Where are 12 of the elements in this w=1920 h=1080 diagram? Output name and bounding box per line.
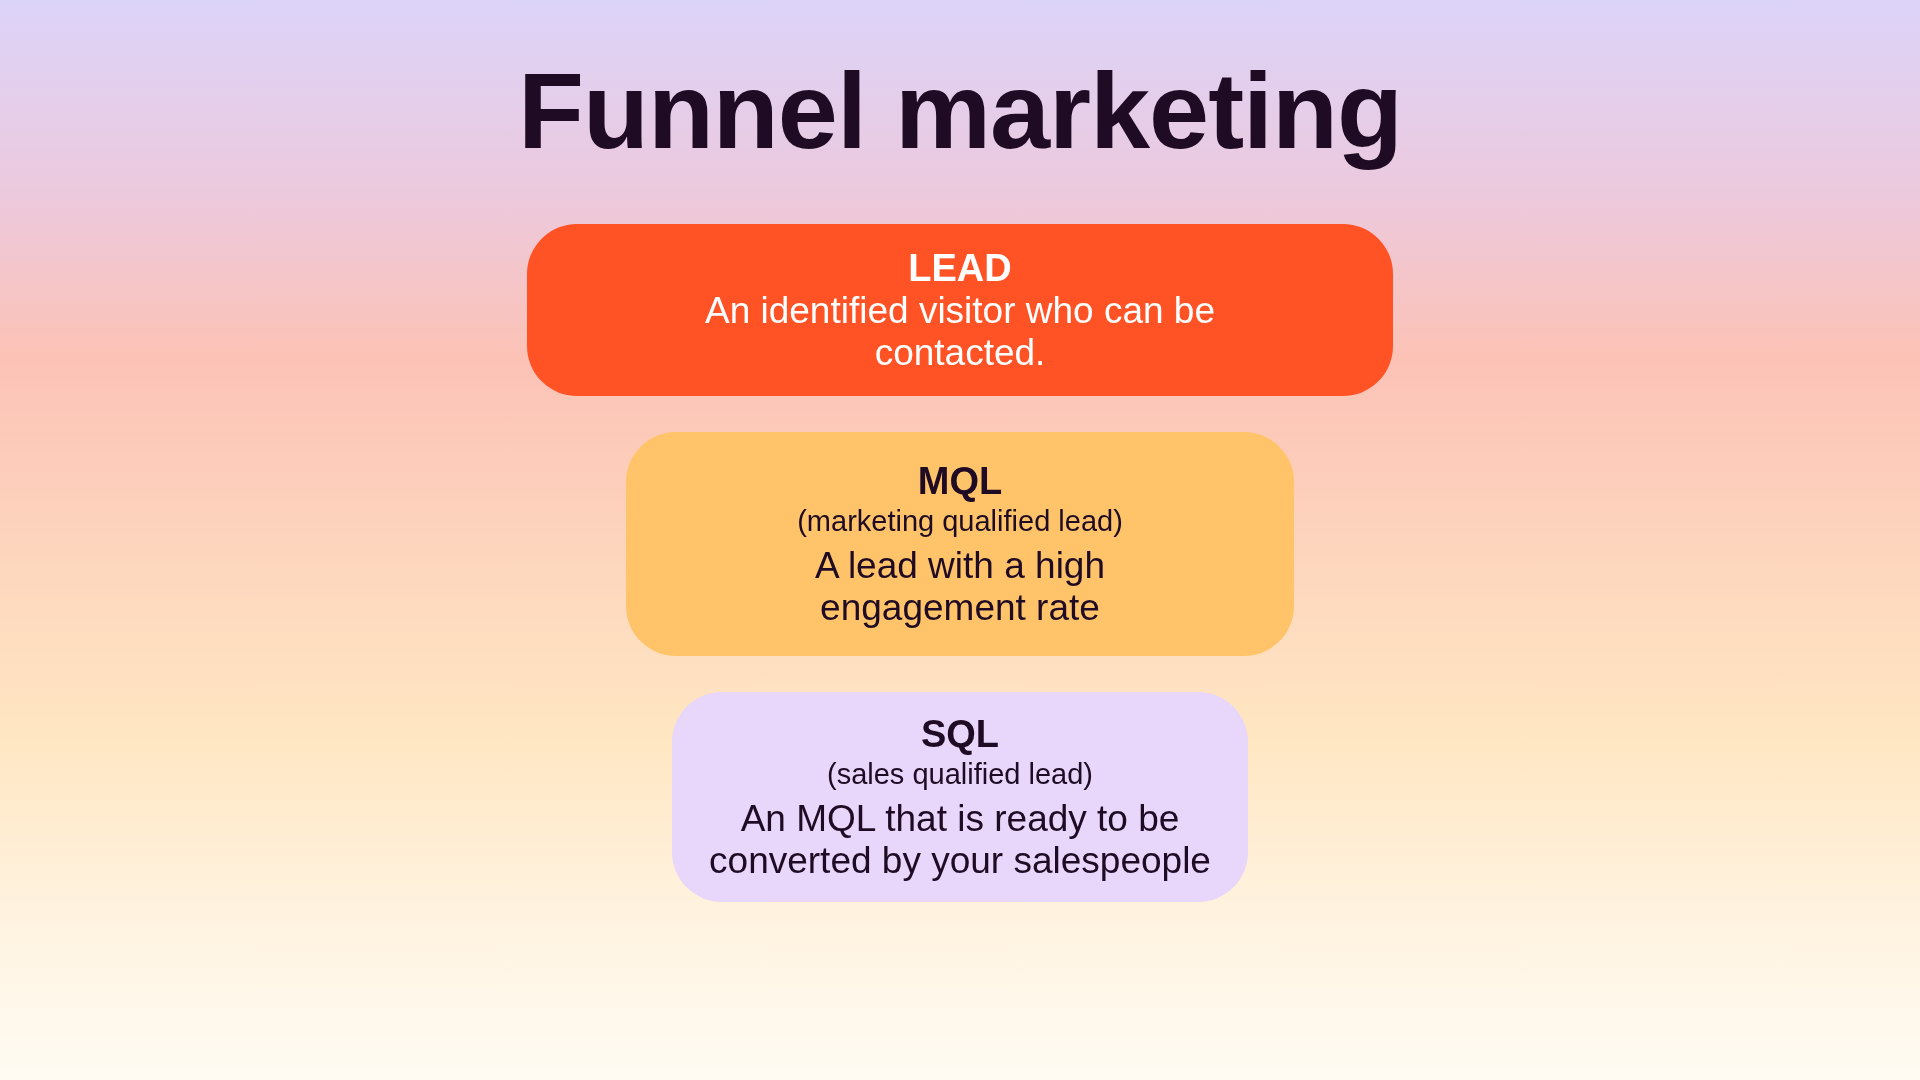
stage-subtitle: (marketing qualified lead) xyxy=(797,504,1123,539)
funnel-stage-card xyxy=(527,224,1393,396)
stage-heading: LEAD xyxy=(908,246,1012,290)
stage-heading: SQL xyxy=(920,712,1000,756)
stage-description: A lead with a high engagement rate xyxy=(813,545,1106,629)
funnel-stage-card xyxy=(672,692,1248,902)
funnel-stage-card xyxy=(626,432,1294,656)
stage-heading: MQL xyxy=(917,459,1003,503)
stage-description: An identified visitor who can be contacted. xyxy=(703,290,1217,374)
stage-description: An MQL that is ready to be converted by your salespeople xyxy=(708,798,1212,882)
diagram-title: Funnel marketing xyxy=(517,49,1403,173)
stage-subtitle: (sales qualified lead) xyxy=(827,757,1093,792)
